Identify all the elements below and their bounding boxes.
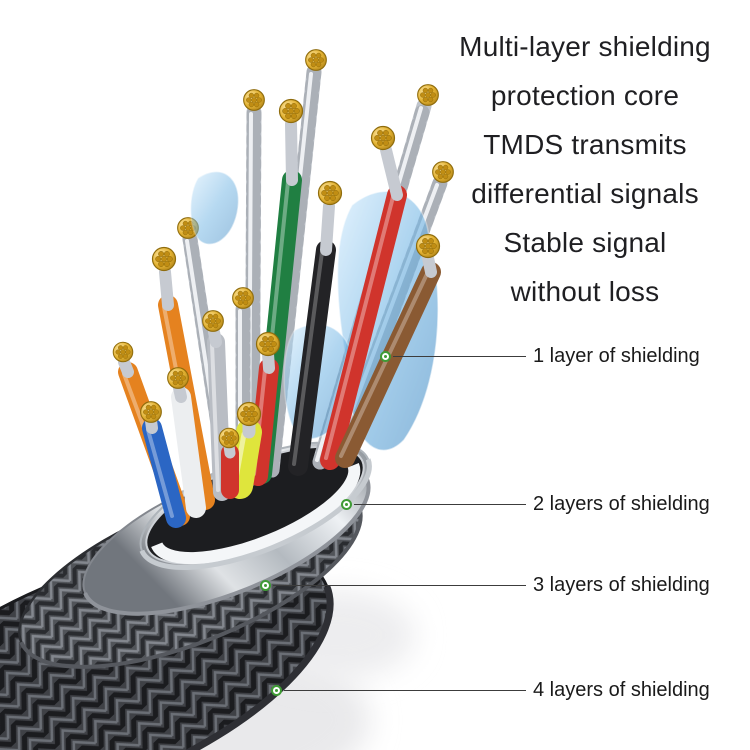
copper-tip	[140, 401, 162, 423]
headline-line: without loss	[510, 276, 660, 307]
headline: Multi-layer shielding protection core TM…	[430, 22, 740, 316]
copper-tip	[112, 341, 134, 363]
callout-layer-3: 3 layers of shielding	[260, 574, 710, 596]
copper-tip	[243, 89, 265, 111]
callout-layer-1: 1 layer of shielding	[380, 345, 700, 367]
wire-blue	[140, 401, 186, 528]
headline-line: Multi-layer shielding	[459, 31, 711, 62]
callout-label: 4 layers of shielding	[533, 678, 710, 701]
callout-dot	[380, 350, 391, 362]
copper-tip	[218, 427, 240, 449]
callout-dot	[341, 498, 352, 510]
copper-tip	[255, 331, 281, 357]
copper-tip	[305, 49, 327, 71]
headline-line: protection core	[490, 80, 680, 111]
copper-tip	[232, 287, 254, 309]
copper-tip	[202, 310, 224, 332]
headline-line: TMDS transmits	[483, 129, 687, 160]
callout-line	[273, 584, 526, 586]
callout-layer-2: 2 layers of shielding	[341, 493, 710, 515]
wire-white	[167, 367, 206, 518]
shield-film-wrap	[336, 190, 439, 452]
headline-line: differential signals	[471, 178, 699, 209]
copper-tip	[278, 98, 304, 124]
callout-label: 3 layers of shielding	[533, 573, 710, 596]
wire-bundle	[112, 49, 454, 528]
callout-line	[284, 689, 526, 691]
wire-brown	[335, 233, 441, 468]
opening-front-rim	[139, 458, 372, 571]
callout-label: 1 layer of shielding	[533, 344, 700, 367]
callout-line	[354, 503, 526, 505]
callout-layer-4: 4 layers of shielding	[271, 679, 710, 701]
copper-tip	[236, 401, 262, 427]
shield-film-wrap	[189, 171, 240, 246]
headline-line: Stable signal	[503, 227, 667, 258]
wire-red	[320, 125, 407, 470]
copper-tip	[151, 246, 177, 272]
callout-dot	[260, 579, 271, 591]
copper-tip	[317, 180, 343, 206]
callout-label: 2 layers of shielding	[533, 492, 710, 515]
copper-tip	[167, 367, 189, 389]
copper-tip	[370, 125, 396, 151]
wire-red	[218, 427, 240, 499]
callout-line	[393, 355, 526, 357]
wire-black	[288, 180, 343, 476]
callout-dot	[271, 684, 282, 696]
